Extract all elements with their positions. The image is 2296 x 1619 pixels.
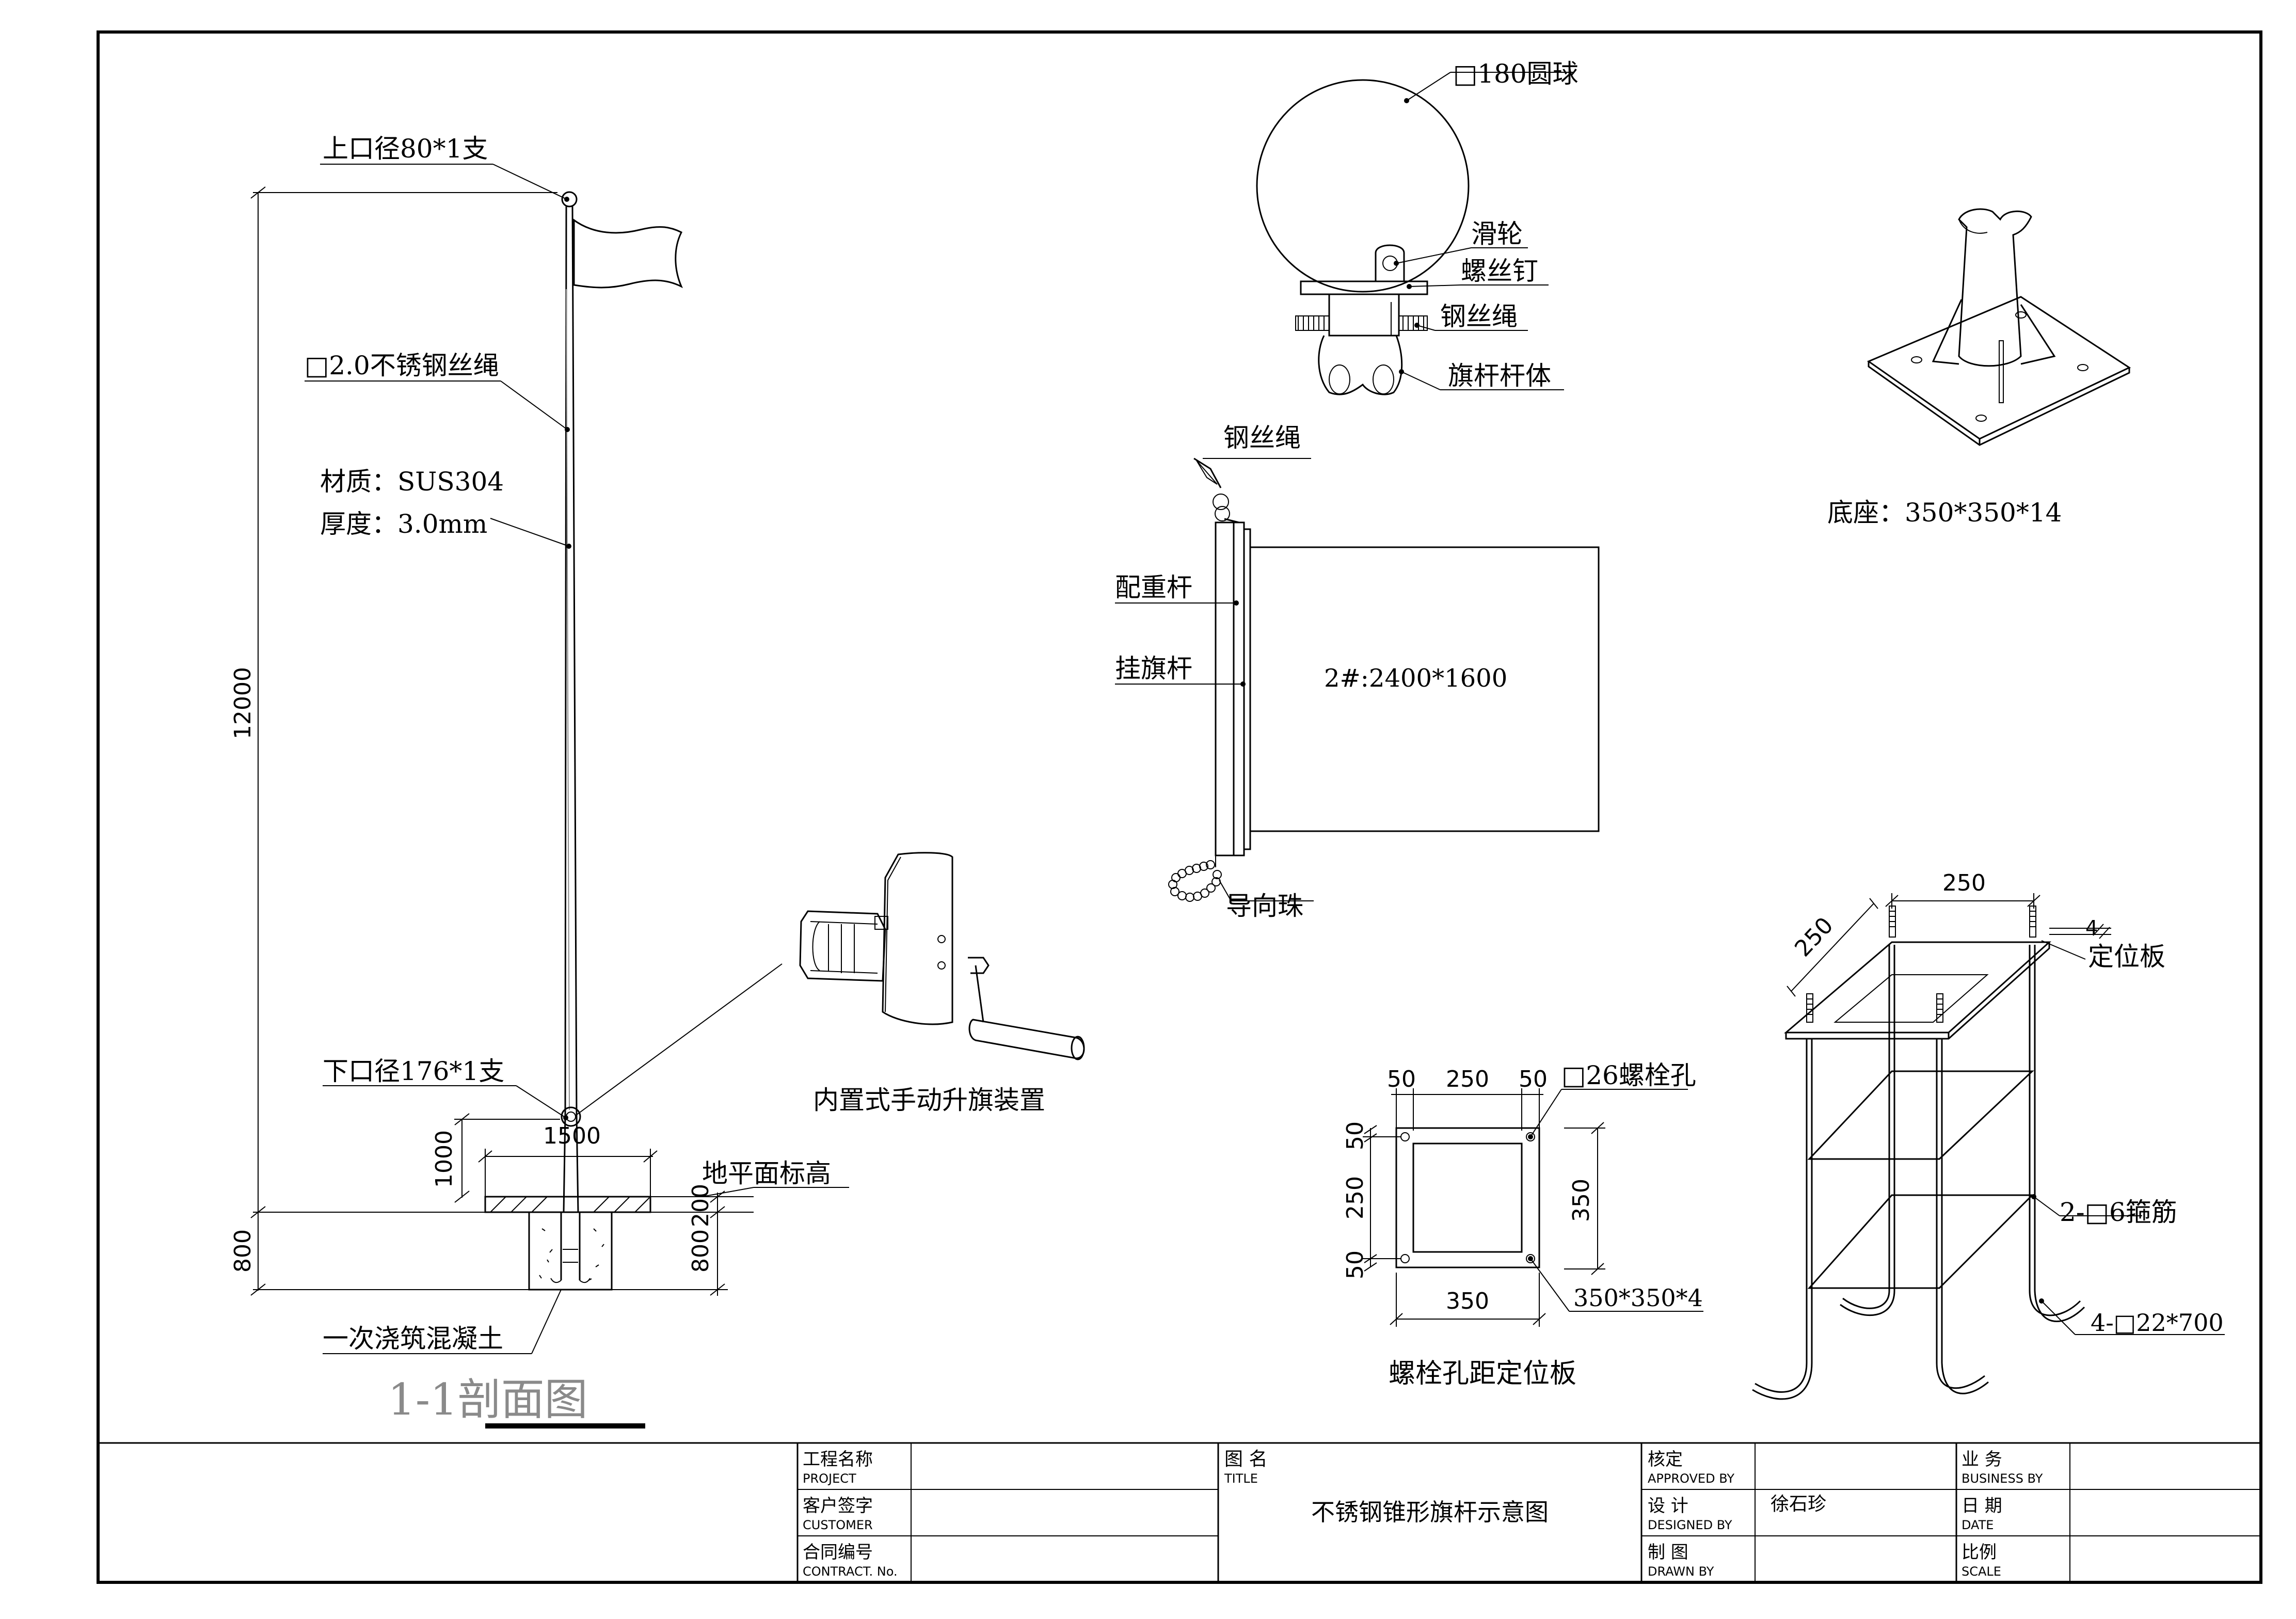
tb-title-cn: 图 名 — [1224, 1449, 1267, 1470]
dim-hole-edge-bottom: 50 — [1342, 1250, 1368, 1279]
dim-hole-spacing-v: 250 — [1342, 1176, 1368, 1219]
tb-drawn-en: DRAWN BY — [1648, 1564, 1714, 1579]
label-screw: 螺丝钉 — [1461, 256, 1538, 286]
label-thickness: 厚度：3.0mm — [320, 509, 487, 539]
dim-1500: 1500 — [543, 1123, 601, 1149]
label-flag-rod: 挂旗杆 — [1115, 654, 1192, 684]
dim-200: 200 — [688, 1184, 714, 1227]
dim-cage-depth: 250 — [1790, 912, 1839, 962]
label-base-plate: 底座：350*350*14 — [1827, 498, 2062, 528]
dim-plate-height: 350 — [1568, 1179, 1595, 1222]
dim-12000: 12000 — [230, 667, 256, 739]
label-guide-bead: 导向珠 — [1226, 891, 1303, 921]
tb-business-en: BUSINESS BY — [1962, 1471, 2043, 1486]
guide-bead-chain — [1168, 860, 1222, 902]
dim-1000: 1000 — [431, 1130, 457, 1188]
anchor-cage-iso: 250 250 4 定位板 2-□6箍筋 4-□22*700 — [1752, 870, 2225, 1400]
label-bottom-diameter: 下口径176*1支 — [323, 1056, 504, 1086]
title-block: 工程名称 PROJECT 客户签字 CUSTOMER 合同编号 CONTRACT… — [98, 1442, 2261, 1582]
label-stirrup: 2-□6箍筋 — [2060, 1197, 2177, 1227]
label-bolt-hole: □26螺栓孔 — [1561, 1060, 1696, 1090]
tb-drawing-title: 不锈钢锥形旗杆示意图 — [1311, 1498, 1549, 1526]
tb-project-en: PROJECT — [803, 1471, 856, 1486]
label-top-diameter: 上口径80*1支 — [323, 134, 488, 164]
label-wire-rope: 钢丝绳 — [1440, 301, 1518, 331]
tb-date-en: DATE — [1962, 1518, 1994, 1532]
tb-scale-en: SCALE — [1962, 1564, 2001, 1579]
tb-contract-en: CONTRACT. No. — [803, 1564, 898, 1579]
tb-contract-cn: 合同编号 — [803, 1542, 873, 1563]
bolt-hole-plate: 50 250 50 50 250 50 350 350 □26螺栓孔 — [1342, 1060, 1703, 1389]
dim-800-left: 800 — [230, 1229, 256, 1273]
label-bolt-plate-title: 螺栓孔距定位板 — [1389, 1358, 1576, 1389]
label-winch: 内置式手动升旗装置 — [813, 1085, 1045, 1115]
label-material: 材质：SUS304 — [320, 467, 504, 497]
label-positioning-plate: 定位板 — [2088, 942, 2165, 972]
label-wire-rope-spec: □2.0不锈钢丝绳 — [305, 351, 499, 380]
anchor-bolt-heads — [1806, 906, 2036, 1023]
dim-cage-width: 250 — [1942, 870, 1986, 896]
tb-designed-cn: 设 计 — [1648, 1496, 1688, 1516]
dim-hole-edge-top: 50 — [1342, 1121, 1368, 1150]
label-ground-level: 地平面标高 — [702, 1158, 831, 1188]
tb-approved-en: APPROVED BY — [1648, 1471, 1734, 1486]
dim-hole-spacing: 250 — [1446, 1066, 1489, 1092]
flagpole-elevation: 12000 800 1500 — [230, 134, 849, 1428]
tb-designer: 徐石珍 — [1771, 1494, 1826, 1515]
tb-title-en: TITLE — [1224, 1471, 1258, 1486]
dim-plate-width: 350 — [1446, 1288, 1489, 1314]
label-pole-body: 旗杆杆体 — [1448, 361, 1551, 391]
dim-hole-edge-left: 50 — [1387, 1066, 1416, 1092]
label-plate-spec: 350*350*4 — [1573, 1284, 1703, 1312]
ball-pulley-detail: □180圆球 滑轮 螺丝钉 钢丝绳 旗杆杆体 — [1256, 59, 1578, 395]
section-title: 1-1剖面图 — [388, 1374, 587, 1425]
tb-business-cn: 业 务 — [1962, 1449, 2002, 1470]
base-plate-iso: 底座：350*350*14 — [1827, 208, 2131, 528]
flag-attachment-detail: 钢丝绳 导向珠 — [1115, 423, 1600, 921]
tb-approved-cn: 核定 — [1648, 1449, 1683, 1470]
label-anchor: 4-□22*700 — [2091, 1309, 2224, 1337]
tb-designed-en: DESIGNED BY — [1648, 1518, 1732, 1532]
dim-800-right: 800 — [688, 1229, 714, 1273]
dim-plate-thk: 4 — [2085, 916, 2098, 939]
tb-drawn-cn: 制 图 — [1648, 1542, 1688, 1563]
label-flag-size: 2#:2400*1600 — [1324, 664, 1507, 693]
label-pulley: 滑轮 — [1471, 219, 1523, 249]
dim-hole-edge-right: 50 — [1519, 1066, 1548, 1092]
tb-project-cn: 工程名称 — [803, 1449, 873, 1470]
label-ball: □180圆球 — [1453, 59, 1578, 89]
tb-date-cn: 日 期 — [1962, 1496, 2002, 1516]
winch-device: 内置式手动升旗装置 — [799, 852, 1085, 1115]
tb-customer-cn: 客户签字 — [803, 1496, 873, 1516]
drawing-frame — [97, 30, 2262, 1584]
label-counterweight: 配重杆 — [1115, 573, 1192, 602]
tb-scale-cn: 比例 — [1962, 1542, 1997, 1563]
label-wire-rope-2: 钢丝绳 — [1223, 423, 1301, 453]
tb-customer-en: CUSTOMER — [803, 1518, 873, 1532]
label-concrete: 一次浇筑混凝土 — [323, 1324, 503, 1354]
